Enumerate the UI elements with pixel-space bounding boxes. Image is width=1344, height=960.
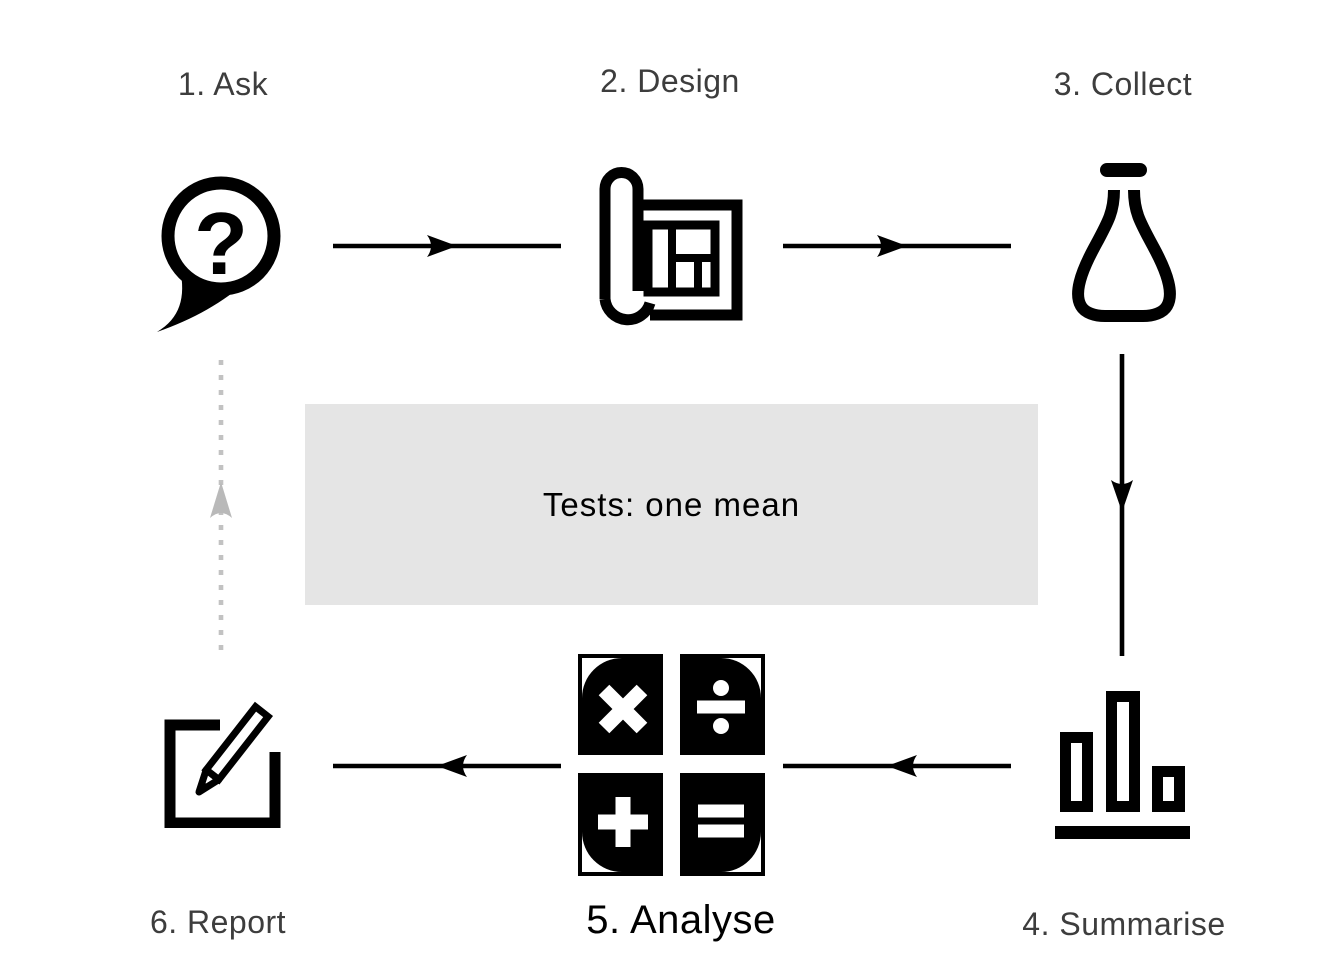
step-label-analyse: 5. Analyse bbox=[586, 898, 776, 942]
blueprint-scroll-icon bbox=[597, 167, 745, 329]
arrow-collect-to-summarise bbox=[1108, 354, 1136, 656]
step-label-design: 2. Design bbox=[600, 63, 740, 99]
question-speech-bubble-icon: ? bbox=[150, 170, 288, 332]
calculator-icon bbox=[578, 654, 765, 876]
step-label-summarise: 4. Summarise bbox=[1022, 906, 1226, 942]
step-label-collect: 3. Collect bbox=[1053, 66, 1193, 102]
equals-icon bbox=[698, 804, 744, 838]
step-label-ask: 1. Ask bbox=[177, 66, 269, 102]
arrow-analyse-to-report bbox=[333, 753, 561, 779]
multiply-icon bbox=[598, 684, 648, 734]
divide-icon bbox=[697, 680, 745, 734]
question-mark-glyph: ? bbox=[194, 194, 248, 293]
flask-icon bbox=[1068, 158, 1180, 328]
arrow-report-to-ask-dotted bbox=[207, 358, 235, 658]
arrow-design-to-collect bbox=[783, 233, 1011, 259]
tests-note-text: Tests: one mean bbox=[542, 485, 801, 523]
step-label-report: 6. Report bbox=[149, 904, 287, 940]
plus-icon bbox=[598, 797, 648, 847]
bar-chart-icon bbox=[1052, 688, 1192, 840]
edit-pencil-icon bbox=[162, 696, 284, 828]
arrow-ask-to-design bbox=[333, 233, 561, 259]
tests-note-box: Tests: one mean bbox=[305, 404, 1038, 605]
arrow-summarise-to-analyse bbox=[783, 753, 1011, 779]
